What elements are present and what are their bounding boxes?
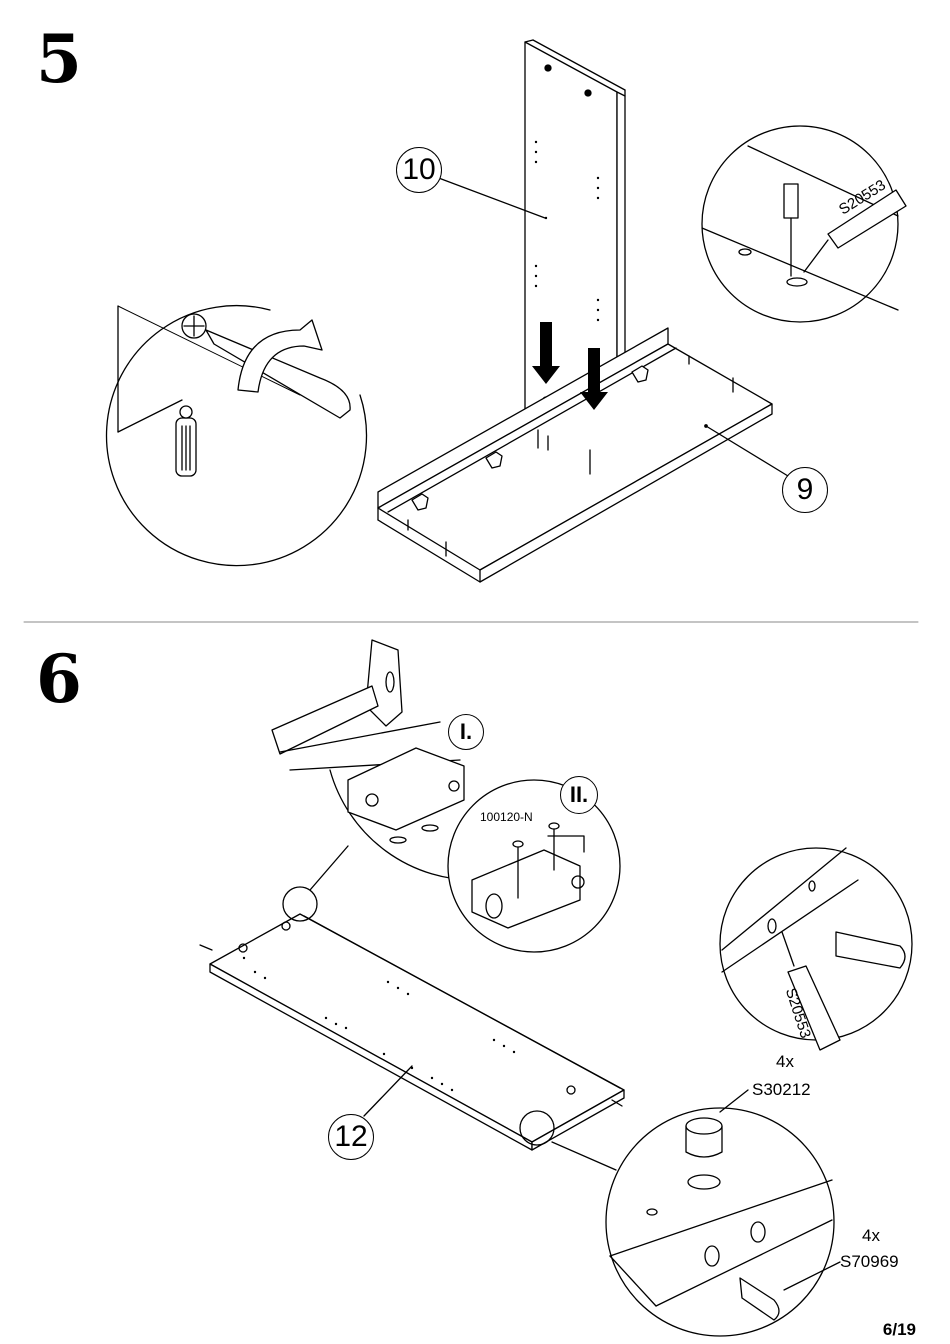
detail-circle-screwdriver [105, 305, 368, 567]
detail-circle-cam-dowel [605, 1089, 841, 1337]
part-10-label: 10 [402, 153, 436, 186]
part-10-callout: 10 [396, 147, 442, 193]
page-number: 6/19 [882, 1320, 916, 1339]
panel-9-drawing [377, 327, 773, 583]
part-12-label: 12 [334, 1120, 368, 1153]
substep-1-callout: I. [448, 714, 484, 750]
substep-1-label: I. [459, 719, 473, 744]
panel-12-drawing [199, 845, 625, 1171]
detail-circle-glue-6 [719, 847, 913, 1051]
detail-circle-glue-5 [701, 125, 907, 323]
screw-code-label: 100120-N [480, 810, 533, 824]
step-5-number: 5 [36, 20, 82, 98]
substep-2-callout: II. [560, 776, 598, 814]
cam-quantity: 4x [776, 1052, 794, 1071]
part-9-label: 9 [796, 473, 814, 506]
dowel-code: S70969 [840, 1252, 899, 1271]
detail-circle-screws [447, 779, 621, 953]
part-9-callout: 9 [782, 467, 828, 513]
detail-circle-hammer [271, 639, 481, 881]
down-arrows [532, 322, 608, 410]
part-12-callout: 12 [328, 1114, 374, 1160]
dowel-quantity: 4x [862, 1226, 880, 1245]
substep-2-label: II. [569, 782, 589, 807]
cam-code: S30212 [752, 1080, 811, 1099]
step-6-number: 6 [36, 640, 82, 718]
